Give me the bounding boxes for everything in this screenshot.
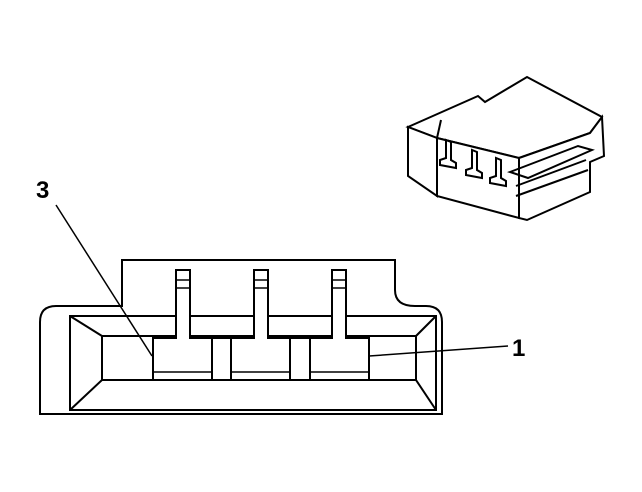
callout-leader-3 xyxy=(55,204,153,357)
cavity-bevel xyxy=(69,379,103,411)
connector-isometric-view xyxy=(405,75,606,222)
terminal-blade-right xyxy=(309,269,370,381)
terminal-blades xyxy=(152,269,370,381)
connector-front-view xyxy=(39,259,443,415)
connector-left-face xyxy=(407,125,438,198)
terminal-blade-middle xyxy=(230,269,291,381)
cavity-bevel xyxy=(415,315,437,337)
callout-leader-1 xyxy=(368,345,509,357)
terminal-slot-small xyxy=(465,148,483,180)
terminal-slot-small xyxy=(439,138,457,170)
connector-edge xyxy=(436,119,442,139)
terminal-blade-left xyxy=(152,269,213,381)
connector-terminal-slots xyxy=(439,138,507,188)
callout-label-1: 1 xyxy=(512,335,525,362)
cavity-bevel xyxy=(69,315,103,337)
connector-latch-rib-3 xyxy=(515,169,589,197)
callout-label-3: 3 xyxy=(36,177,49,204)
connector-latch-rib-2 xyxy=(515,159,587,187)
terminal-slot-small xyxy=(489,156,507,188)
callouts: 3 1 xyxy=(36,177,525,362)
connector-latch-rib-1 xyxy=(507,144,595,180)
cavity-bevel xyxy=(415,379,437,411)
